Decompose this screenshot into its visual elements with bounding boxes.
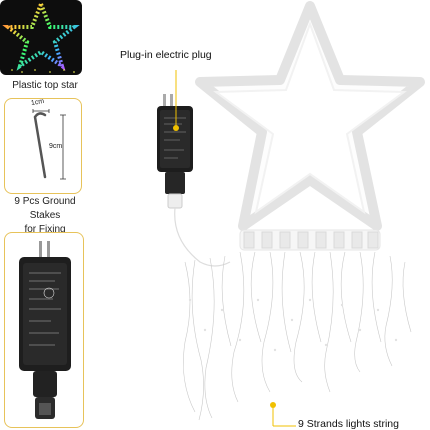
plug-callout-dot: [173, 125, 179, 131]
stakes-caption-line1: 9 Pcs Ground Stakes: [14, 196, 76, 221]
stake-height-dimension: 9cm: [49, 143, 63, 150]
power-adapter-icon: [19, 241, 71, 419]
power-adapter-thumbnail: [4, 232, 84, 428]
led-star: [195, 1, 425, 251]
plug-callout-label: Plug-in electric plug: [120, 49, 212, 61]
light-strands: [183, 251, 412, 421]
ground-stake-thumbnail: 1cm 9cm: [4, 98, 82, 194]
strands-callout-label: 9 Strands lights string: [298, 418, 399, 430]
strand-bulbs: [188, 298, 398, 352]
stakes-caption: 9 Pcs Ground Stakes for Fixing: [0, 195, 90, 237]
star-caption: Plastic top star: [12, 80, 78, 91]
plastic-star-thumbnail: [0, 0, 82, 75]
ground-stake-icon: [32, 109, 66, 180]
rainbow-star-icon: [2, 0, 80, 73]
strand-callout-dot: [270, 402, 276, 408]
stakes-caption-line2: for Fixing: [24, 224, 66, 235]
electric-plug: [157, 94, 231, 267]
